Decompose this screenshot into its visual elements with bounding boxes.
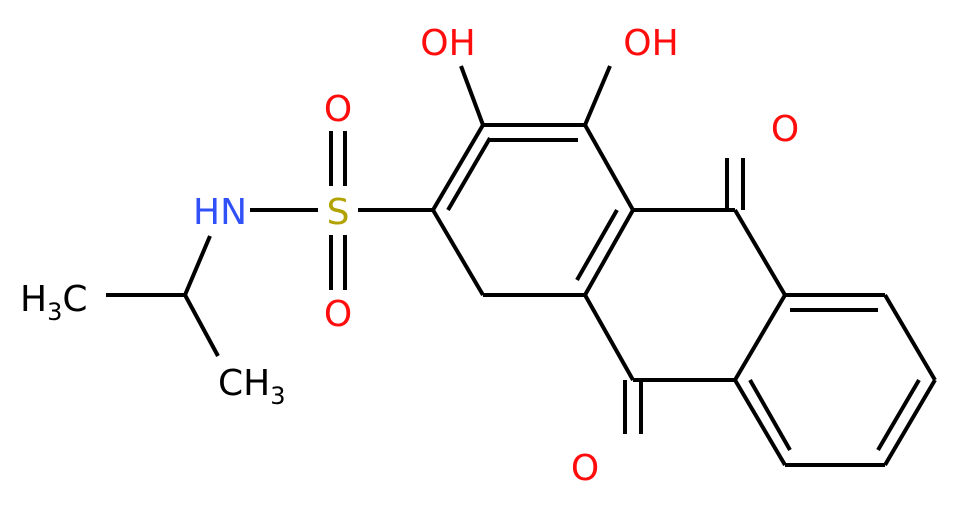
bond	[583, 209, 635, 296]
bond	[883, 378, 937, 467]
atom-sulfur: S	[327, 192, 350, 233]
bond	[583, 65, 612, 126]
atom-oh: OH	[420, 23, 475, 64]
atom-methyl: H3C	[20, 279, 88, 326]
bond	[183, 294, 220, 357]
bonds	[106, 65, 937, 467]
atom-labels: OH OH O O O O S HN H3C CH3	[20, 23, 799, 489]
bond	[183, 235, 212, 296]
bond	[583, 124, 635, 211]
bond	[583, 294, 635, 381]
bond	[431, 208, 485, 297]
bond	[733, 378, 787, 467]
bond	[883, 293, 937, 382]
atom-oh: OH	[623, 23, 678, 64]
bond	[876, 378, 921, 452]
atom-methyl: CH3	[218, 363, 286, 410]
bond	[459, 65, 485, 126]
atom-oxygen: O	[324, 294, 352, 335]
atom-oxygen: O	[571, 448, 599, 489]
bond	[431, 123, 485, 212]
bond	[575, 209, 619, 281]
atom-oxygen: O	[771, 109, 799, 150]
bond	[733, 293, 787, 382]
bond	[733, 208, 787, 297]
atom-nh: HN	[193, 192, 247, 233]
bond	[748, 379, 792, 451]
bond	[446, 136, 492, 212]
atom-oxygen: O	[324, 89, 352, 130]
